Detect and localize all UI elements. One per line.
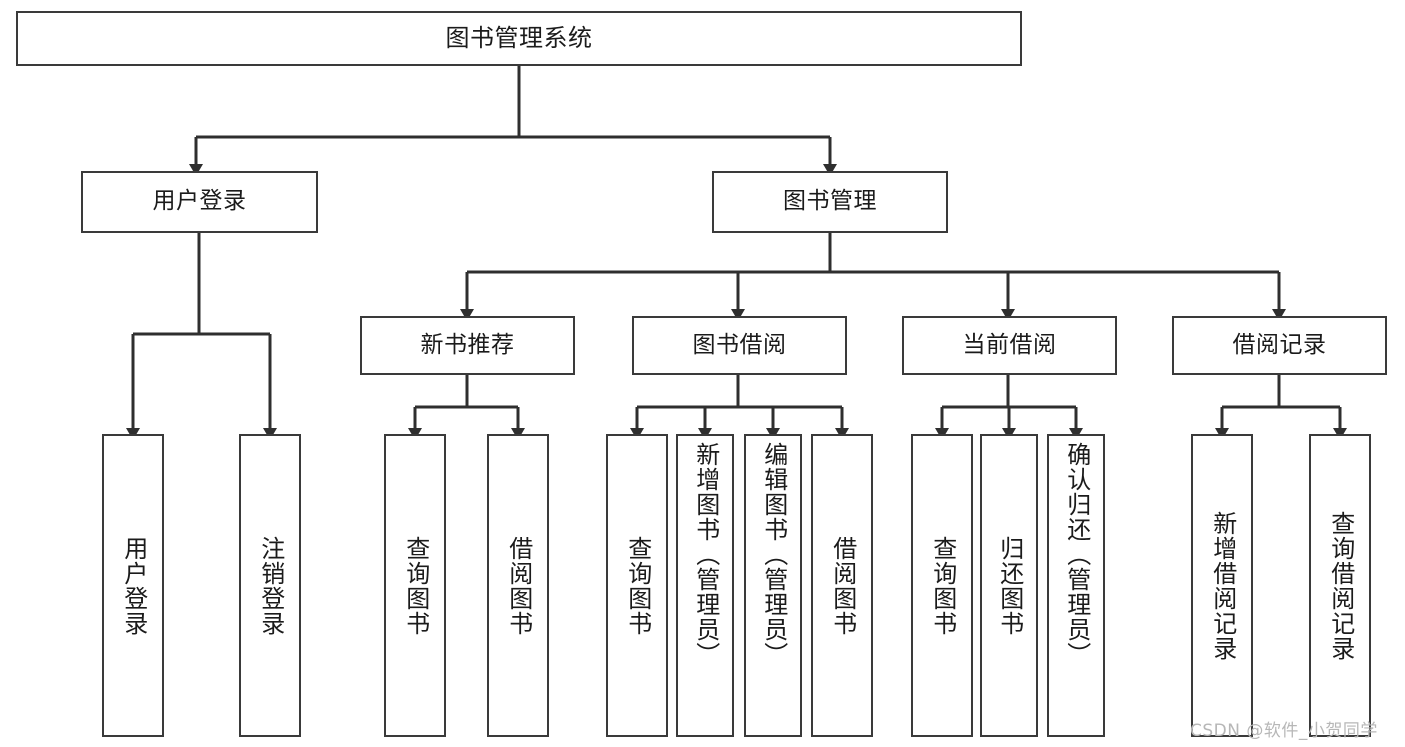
node-borrow-record[interactable]: 借阅记录 bbox=[1172, 316, 1387, 375]
node-current-borrow-label: 当前借阅 bbox=[962, 331, 1057, 358]
node-user-login[interactable]: 用户登录 bbox=[81, 171, 318, 233]
node-new-book-recommend-label: 新书推荐 bbox=[420, 331, 515, 358]
node-leaf-query-record-label: 查询借阅记录 bbox=[1326, 510, 1355, 661]
node-book-borrow[interactable]: 图书借阅 bbox=[632, 316, 847, 375]
node-leaf-query-book-3-label: 查询图书 bbox=[928, 535, 957, 636]
node-current-borrow[interactable]: 当前借阅 bbox=[902, 316, 1117, 375]
node-borrow-record-label: 借阅记录 bbox=[1232, 331, 1327, 358]
node-leaf-query-record[interactable]: 查询借阅记录 bbox=[1309, 434, 1371, 737]
node-leaf-confirm-return[interactable]: 确认归还（管理员） bbox=[1047, 434, 1105, 737]
node-user-login-label: 用户登录 bbox=[152, 188, 247, 215]
node-leaf-user-login[interactable]: 用户登录 bbox=[102, 434, 164, 737]
node-leaf-query-book-2-label: 查询图书 bbox=[623, 535, 652, 636]
node-book-manage[interactable]: 图书管理 bbox=[712, 171, 948, 233]
node-root-label: 图书管理系统 bbox=[445, 24, 593, 53]
node-leaf-add-record-label: 新增借阅记录 bbox=[1208, 510, 1237, 661]
node-leaf-add-record[interactable]: 新增借阅记录 bbox=[1191, 434, 1253, 737]
node-leaf-logout[interactable]: 注销登录 bbox=[239, 434, 301, 737]
node-leaf-borrow-book-2[interactable]: 借阅图书 bbox=[811, 434, 873, 737]
node-leaf-borrow-book-2-label: 借阅图书 bbox=[828, 535, 857, 636]
node-leaf-query-book-1-label: 查询图书 bbox=[401, 535, 430, 636]
node-leaf-return-book[interactable]: 归还图书 bbox=[980, 434, 1038, 737]
node-leaf-borrow-book-1[interactable]: 借阅图书 bbox=[487, 434, 549, 737]
node-leaf-borrow-book-1-label: 借阅图书 bbox=[504, 535, 533, 636]
node-leaf-query-book-3[interactable]: 查询图书 bbox=[911, 434, 973, 737]
node-leaf-user-login-label: 用户登录 bbox=[119, 535, 148, 636]
node-leaf-add-book[interactable]: 新增图书（管理员） bbox=[676, 434, 734, 737]
csdn-watermark: CSDN @软件_小贺同学 bbox=[1190, 721, 1378, 741]
node-book-manage-label: 图书管理 bbox=[783, 188, 877, 215]
node-leaf-edit-book[interactable]: 编辑图书（管理员） bbox=[744, 434, 802, 737]
node-leaf-query-book-2[interactable]: 查询图书 bbox=[606, 434, 668, 737]
node-leaf-add-book-label: 新增图书（管理员） bbox=[691, 442, 720, 667]
node-leaf-query-book-1[interactable]: 查询图书 bbox=[384, 434, 446, 737]
node-leaf-edit-book-label: 编辑图书（管理员） bbox=[759, 442, 788, 667]
node-leaf-confirm-return-label: 确认归还（管理员） bbox=[1062, 442, 1091, 667]
node-leaf-logout-label: 注销登录 bbox=[256, 535, 285, 636]
node-root[interactable]: 图书管理系统 bbox=[16, 11, 1022, 66]
node-new-book-recommend[interactable]: 新书推荐 bbox=[360, 316, 575, 375]
node-book-borrow-label: 图书借阅 bbox=[692, 331, 787, 358]
node-leaf-return-book-label: 归还图书 bbox=[995, 535, 1024, 636]
